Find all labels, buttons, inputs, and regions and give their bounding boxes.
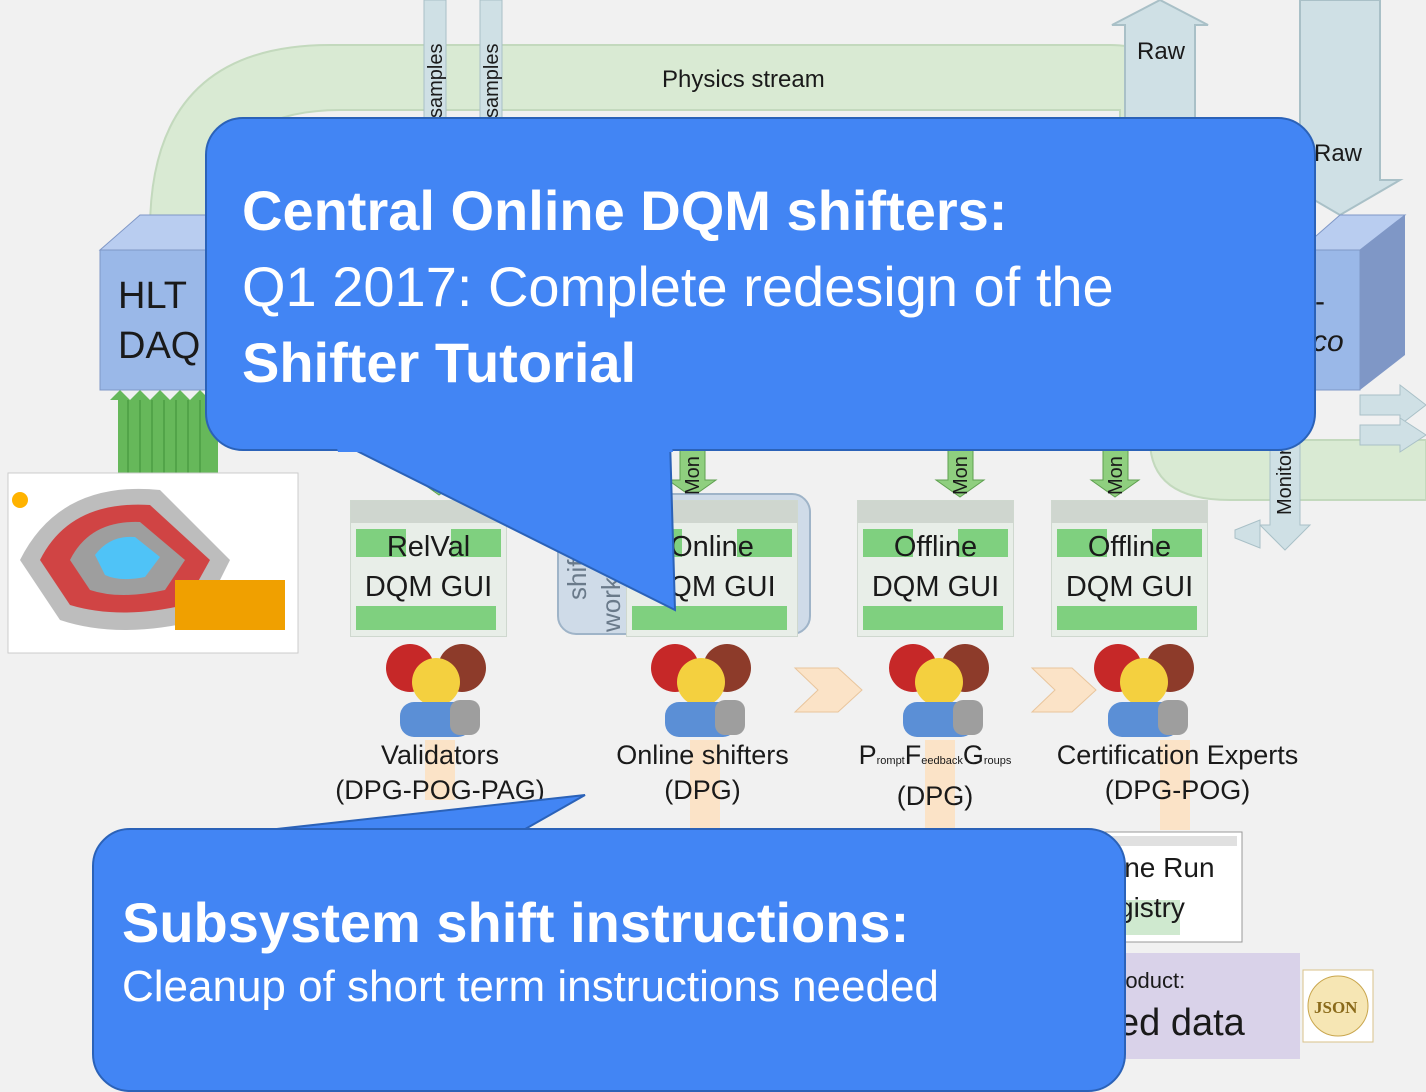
callout-top-line2: Shifter Tutorial (242, 331, 637, 394)
detector-drawing (12, 488, 285, 630)
people-group-3 (889, 644, 989, 737)
team-online-shifters: Online shifters (DPG) (590, 738, 815, 808)
outgoing-arrow-2 (1359, 417, 1426, 453)
run-registry-line2: gistry (1118, 892, 1185, 923)
mon-arrow-3 (934, 447, 986, 498)
down-arrow-1 (425, 740, 455, 800)
team-pfg-group: (DPG) (896, 781, 974, 811)
gui-relval-title: RelVal (386, 531, 471, 563)
monitor-feed-arrow (1234, 519, 1261, 549)
product-box (1100, 953, 1300, 1059)
reco-box-side (1360, 215, 1405, 390)
hlt-label: HLT (118, 275, 187, 317)
people-group-1 (386, 644, 486, 737)
physics-stream-label: Physics stream (662, 66, 825, 93)
product-label: roduct: (1118, 968, 1186, 993)
raw-right-label: Raw (1314, 140, 1363, 167)
chevron-1 (793, 667, 863, 713)
gui-offline-2-subtitle: DQM GUI (1065, 571, 1194, 603)
gui-relval: RelVal DQM GUI (350, 500, 507, 637)
product-value: ed data (1118, 1002, 1245, 1044)
daq-label: DAQ (118, 325, 201, 367)
team-online-shifters-group: (DPG) (664, 775, 741, 805)
team-online-shifters-name: Online shifters (616, 740, 789, 770)
raw-up-arrow (1111, 0, 1209, 131)
team-certification-group: (DPG-POG) (1104, 775, 1251, 805)
gui-offline-2-title: Offline (1087, 531, 1172, 563)
chevron-2 (1030, 667, 1097, 713)
callout-top-heading: Central Online DQM shifters: (242, 179, 1008, 242)
team-certification-name: Certification Experts (1056, 740, 1299, 770)
team-pfg-name: PromptFeedbackGroups (858, 740, 1012, 770)
team-validators-name: Validators (380, 740, 500, 770)
gui-offline-2: Offline DQM GUI (1051, 500, 1208, 637)
team-validators: Validators (DPG-POG-PAG) (320, 738, 560, 808)
gui-online-title: Online (670, 531, 754, 563)
down-arrow-3 (925, 740, 955, 830)
callout-bottom-heading: Subsystem shift instructions: (122, 891, 910, 954)
raw-top-label: Raw (1137, 38, 1186, 65)
gui-offline-1-title: Offline (893, 531, 978, 563)
mon-arrow-2 (666, 447, 718, 498)
people-group-2 (651, 644, 751, 737)
run-registry-line1: ine Run (1118, 852, 1215, 883)
callout-bottom-line1: Cleanup of short term instructions neede… (122, 962, 939, 1011)
gui-relval-subtitle: DQM GUI (364, 571, 493, 603)
reco-label-partial-1: - (1315, 285, 1325, 318)
callout-top (205, 117, 1316, 451)
gui-offline-1: Offline DQM GUI (857, 500, 1014, 637)
mon-arrow-4 (1089, 447, 1141, 498)
down-arrow-2 (690, 740, 720, 830)
people-group-4 (1094, 644, 1194, 737)
team-pfg: PromptFeedbackGroups (DPG) (845, 738, 1025, 814)
down-arrow-4 (1160, 740, 1190, 830)
callout-bottom (92, 828, 1126, 1092)
gui-offline-1-subtitle: DQM GUI (871, 571, 1000, 603)
json-badge: JSON (1314, 998, 1358, 1017)
outgoing-arrow-1 (1359, 383, 1426, 427)
team-certification: Certification Experts (DPG-POG) (1030, 738, 1325, 808)
reco-label-partial-2: co (1312, 325, 1344, 358)
team-validators-group: (DPG-POG-PAG) (335, 775, 545, 805)
input-stripes (110, 390, 218, 475)
callout-top-line1: Q1 2017: Complete redesign of the (242, 255, 1114, 318)
